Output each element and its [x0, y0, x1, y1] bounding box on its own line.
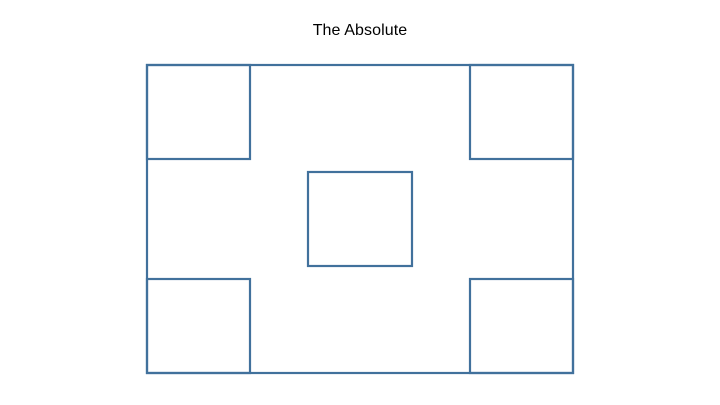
- bottom-right-square: [468, 277, 575, 375]
- top-right-square: [468, 63, 575, 161]
- top-left-square: [145, 63, 252, 161]
- outer-rectangle: [145, 63, 575, 375]
- slide-title: The Absolute: [312, 22, 408, 39]
- center-square: [306, 170, 414, 268]
- bottom-left-square: [145, 277, 252, 375]
